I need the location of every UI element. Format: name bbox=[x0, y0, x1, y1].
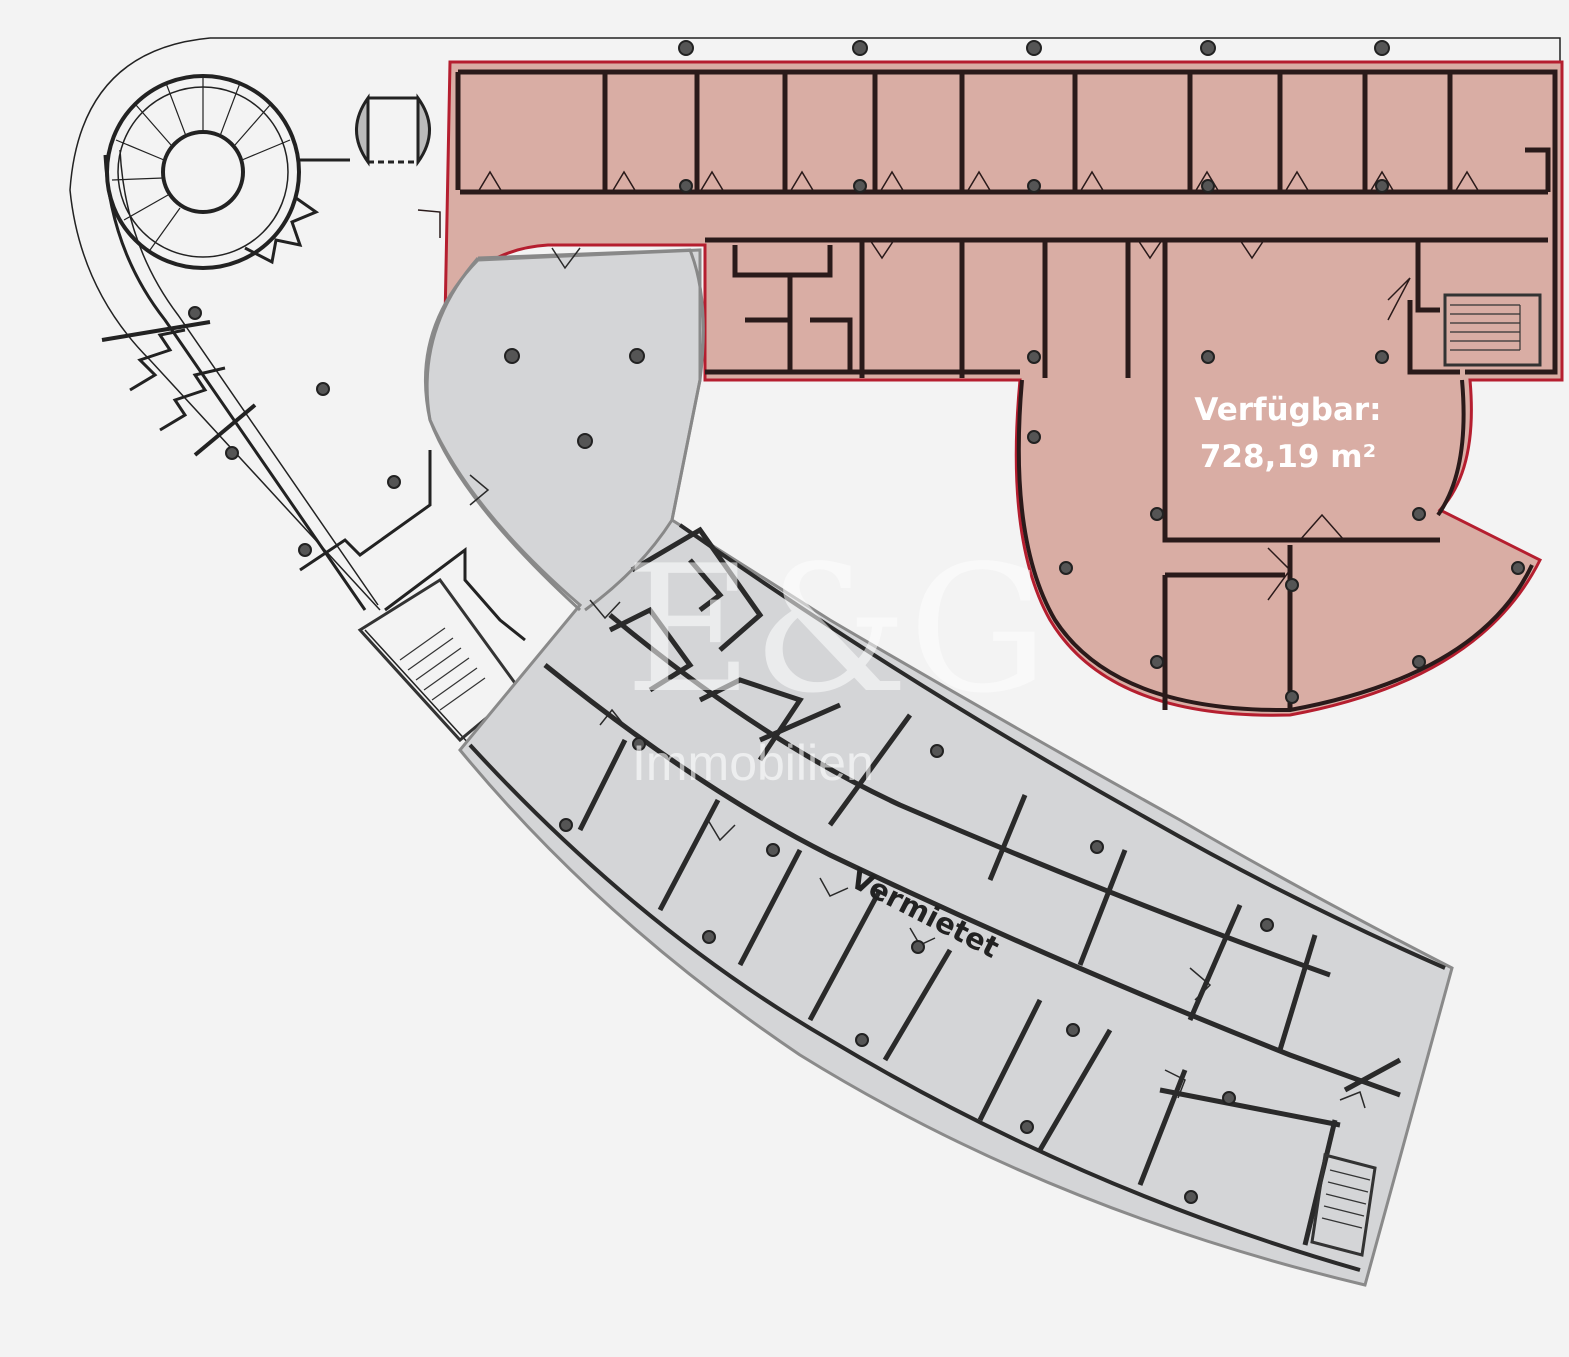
rented-columns bbox=[504, 348, 1274, 1204]
watermark: E&G Immobilien bbox=[625, 529, 1048, 791]
available-area bbox=[417, 60, 1564, 717]
rented-area-fill bbox=[423, 248, 1454, 1287]
available-doors bbox=[417, 170, 1480, 601]
entrance-pod bbox=[300, 93, 431, 167]
rented-stair bbox=[1310, 1153, 1377, 1257]
left-corridor bbox=[101, 149, 526, 642]
facade-outline bbox=[69, 37, 1561, 746]
rented-lobby-walls bbox=[425, 248, 705, 612]
watermark-subtitle: Immobilien bbox=[632, 735, 874, 791]
available-walls bbox=[455, 69, 1558, 713]
rented-area bbox=[423, 247, 1454, 1287]
rented-doors bbox=[469, 247, 1366, 1109]
available-columns bbox=[679, 179, 1525, 704]
rented-walls bbox=[468, 523, 1446, 1272]
available-label: Verfügbar: bbox=[1194, 392, 1381, 428]
available-area-value: 728,19 m² bbox=[1200, 439, 1376, 475]
right-stair bbox=[1443, 293, 1542, 367]
watermark-logo: E&G bbox=[625, 529, 1048, 732]
facade-columns bbox=[188, 40, 1390, 557]
spiral-staircase bbox=[105, 74, 320, 270]
